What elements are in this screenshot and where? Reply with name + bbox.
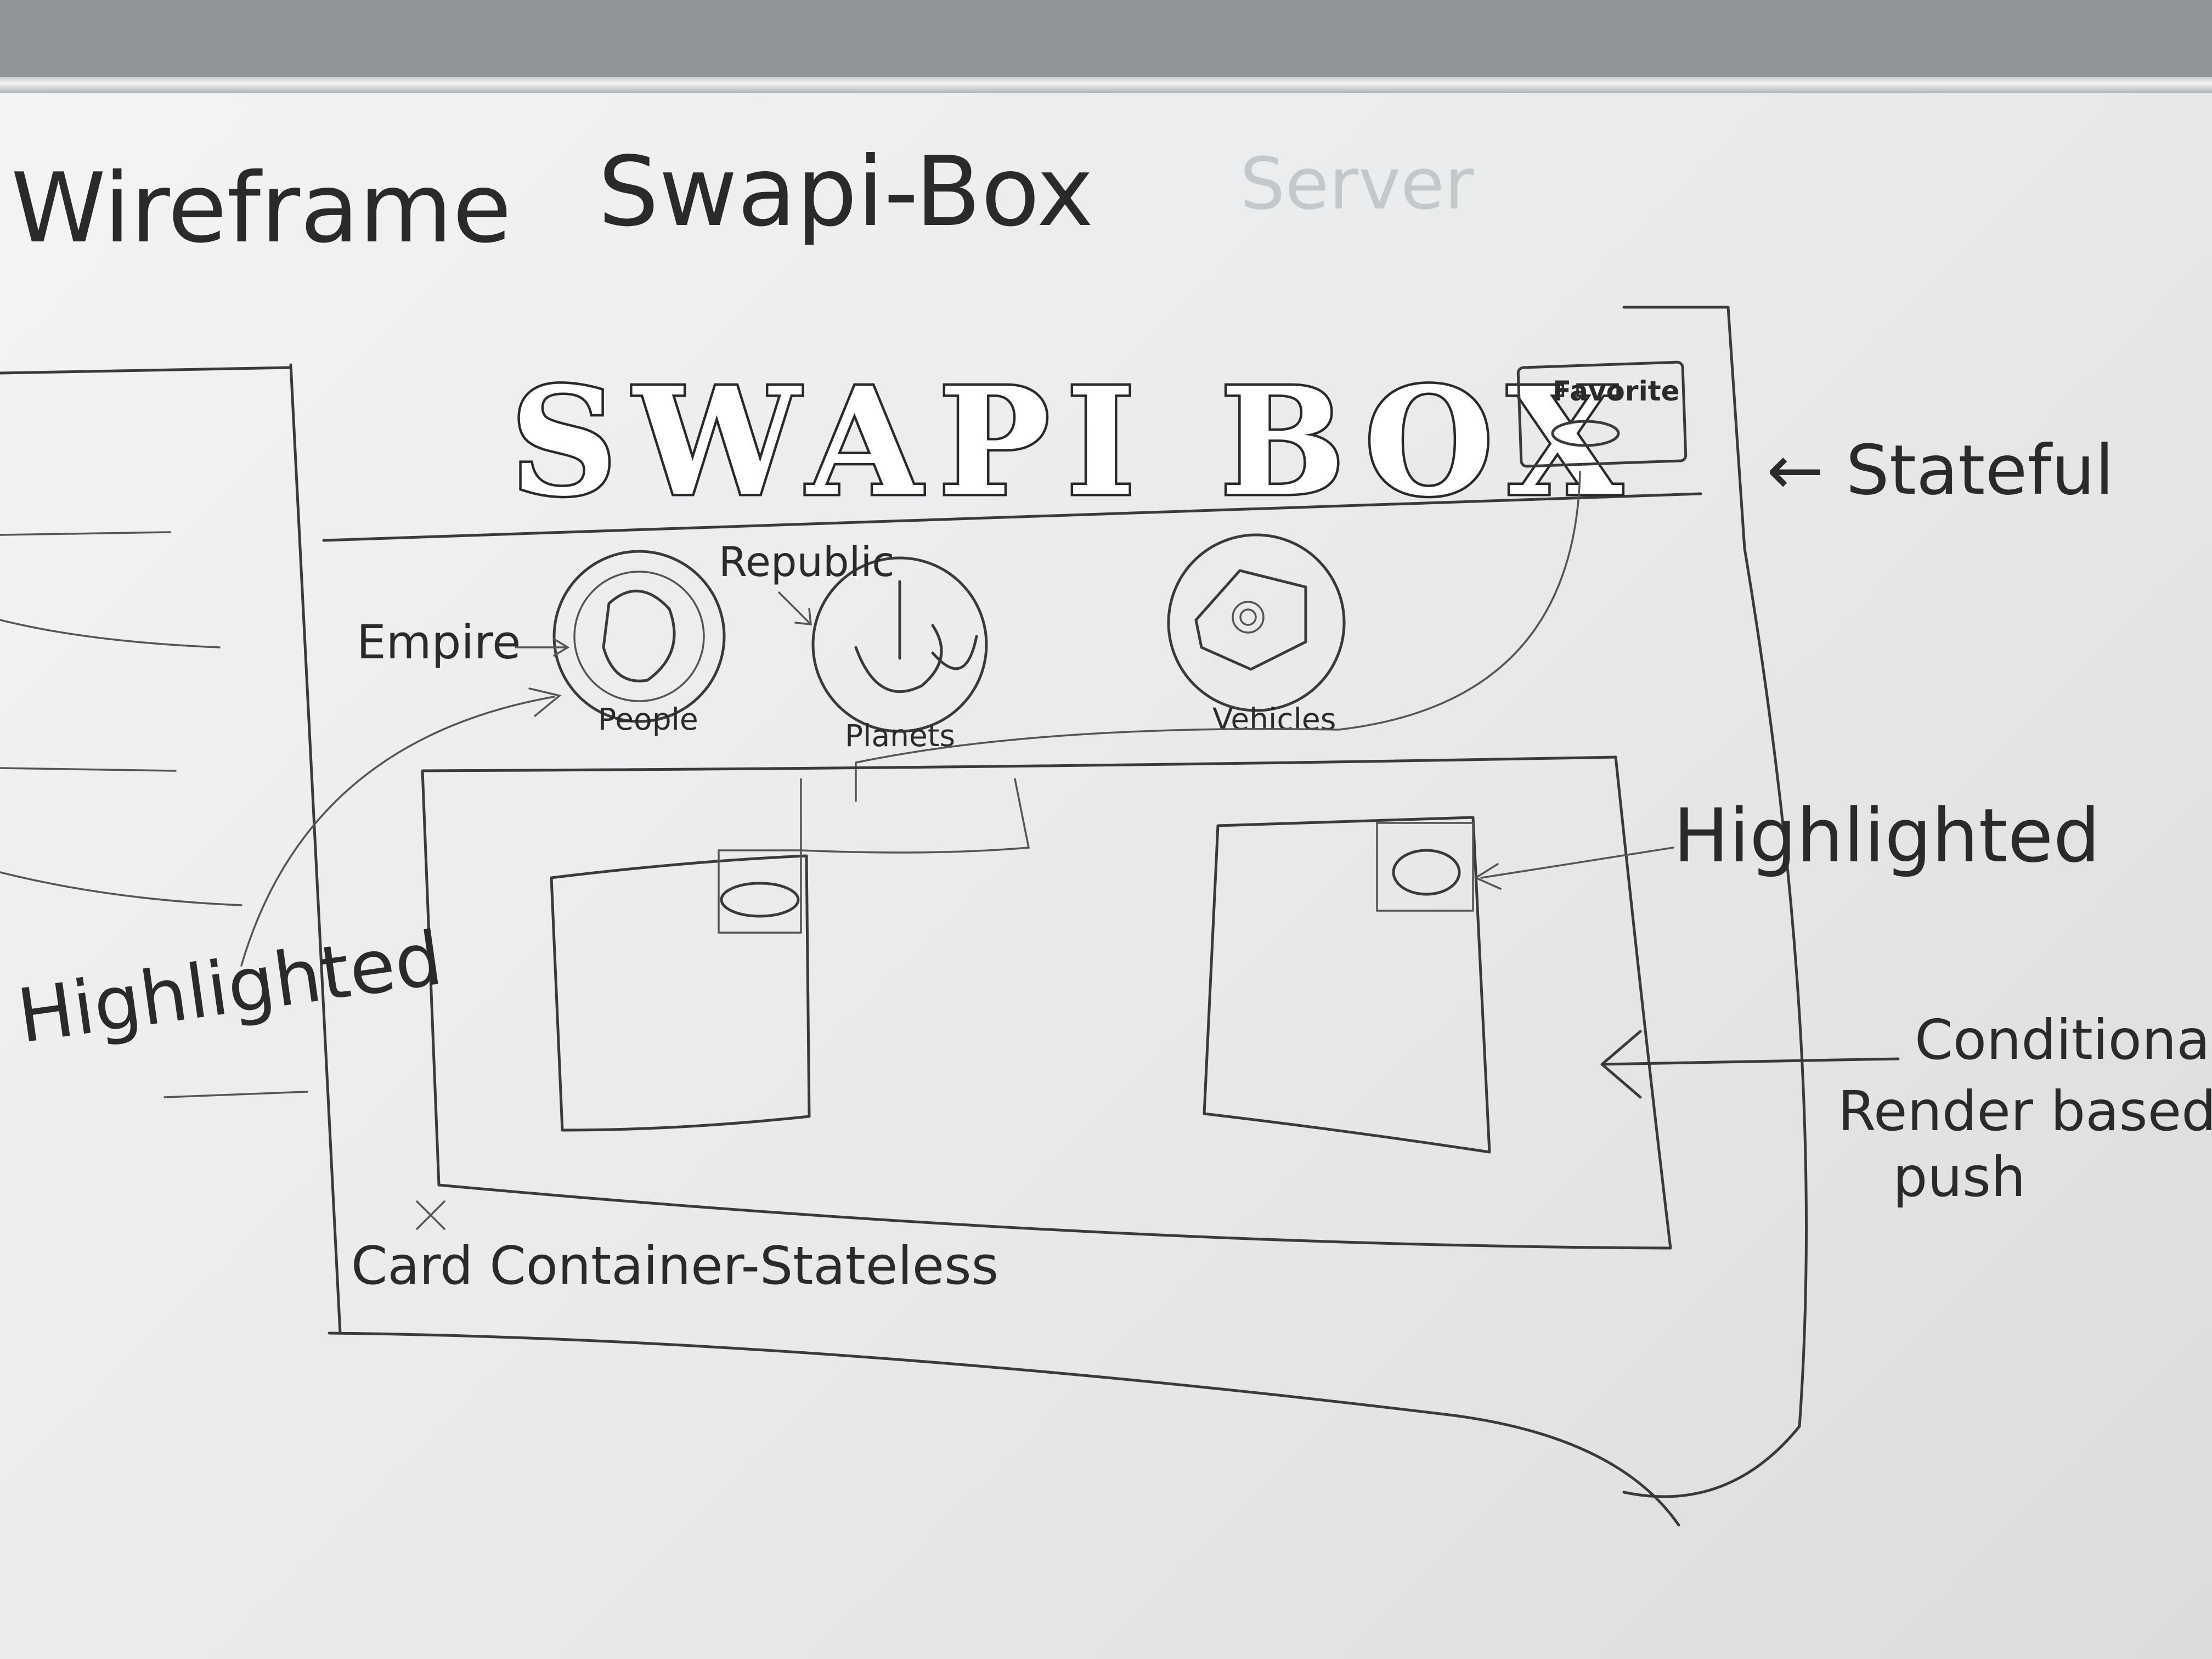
note-card-container: Card Container-Stateless [351, 1236, 998, 1296]
heading-project: Swapi-Box [598, 137, 1093, 248]
highlighted-arrow-right [1474, 847, 1674, 890]
wall-background [0, 0, 2212, 77]
note-conditional-line1: Conditional [1915, 1008, 2212, 1072]
note-conditional-line2: Render based on [1838, 1079, 2212, 1143]
note-highlighted-right: Highlighted [1673, 793, 2100, 879]
favorite-toggle-icon[interactable] [720, 882, 800, 918]
category-label-planets: Planets [845, 718, 955, 753]
heading-wireframe: Wireframe [11, 153, 512, 264]
whiteboard-surface [0, 93, 2212, 1659]
empire-arrow-icon [515, 638, 570, 657]
card[interactable] [550, 849, 811, 1132]
note-highlighted-left: Highlighted [13, 915, 448, 1060]
category-label-people: People [598, 702, 698, 737]
favorite-button[interactable]: Favorite [1516, 360, 1688, 468]
category-people[interactable]: People [552, 550, 726, 737]
app-outline [289, 306, 1808, 1527]
header-bar: SWAPI BOX [322, 352, 1702, 542]
card[interactable] [1203, 816, 1491, 1154]
conditional-arrow-icon [1600, 1030, 1900, 1099]
note-republic: Republic [719, 538, 895, 586]
favorite-toggle-icon[interactable] [1392, 849, 1461, 896]
card-container [421, 755, 1672, 1250]
logo-text: SWAPI BOX [510, 354, 1639, 529]
republic-emblem-icon [854, 580, 978, 693]
heading-erased: Server [1240, 142, 1474, 225]
empire-emblem-icon [602, 589, 676, 682]
category-planets[interactable]: Planets [811, 556, 988, 753]
republic-arrow-icon [778, 591, 812, 625]
highlighted-arrow-left [240, 687, 562, 967]
sidebar-sketch [0, 366, 308, 1098]
favorite-icon [1551, 420, 1620, 447]
note-conditional-line3: push [1893, 1145, 2025, 1209]
category-label-vehicles: Vehicles [1212, 702, 1336, 737]
whiteboard-frame [0, 77, 2212, 93]
favorite-connector [855, 471, 1581, 802]
note-stateful: ← Stateful [1767, 431, 2114, 510]
cross-mark-icon [416, 1200, 445, 1230]
favorite-label: Favorite [1553, 375, 1680, 407]
note-empire: Empire [357, 616, 521, 670]
vehicle-emblem-icon [1194, 569, 1307, 671]
category-vehicles[interactable]: Vehicles [1167, 533, 1346, 737]
